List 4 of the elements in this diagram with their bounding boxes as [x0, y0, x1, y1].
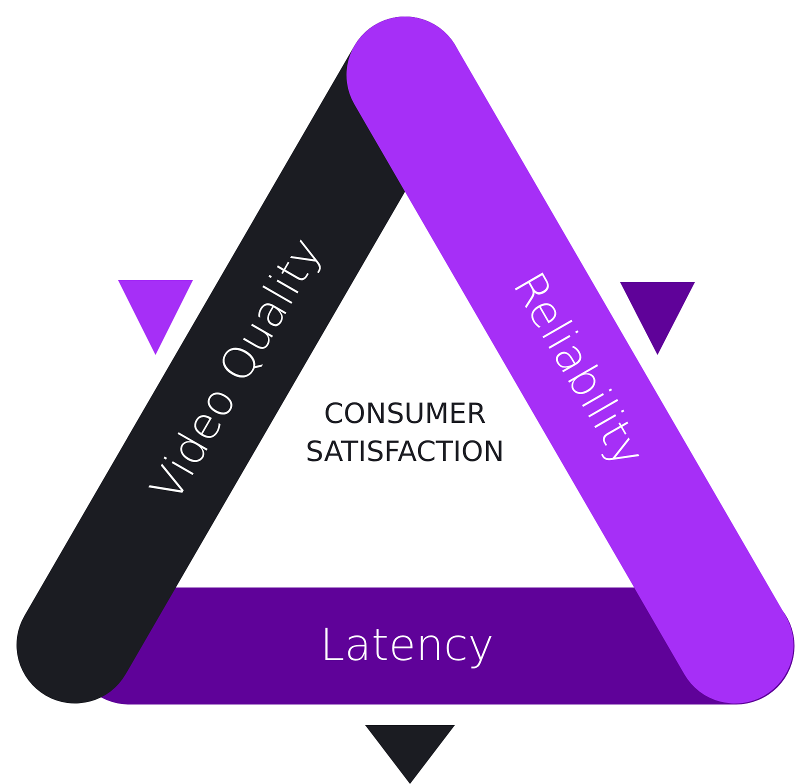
triangle-marker [365, 725, 455, 784]
triangle-marker [118, 280, 193, 355]
band-label: Latency [320, 621, 494, 671]
center-label: CONSUMER SATISFACTION [265, 395, 545, 471]
